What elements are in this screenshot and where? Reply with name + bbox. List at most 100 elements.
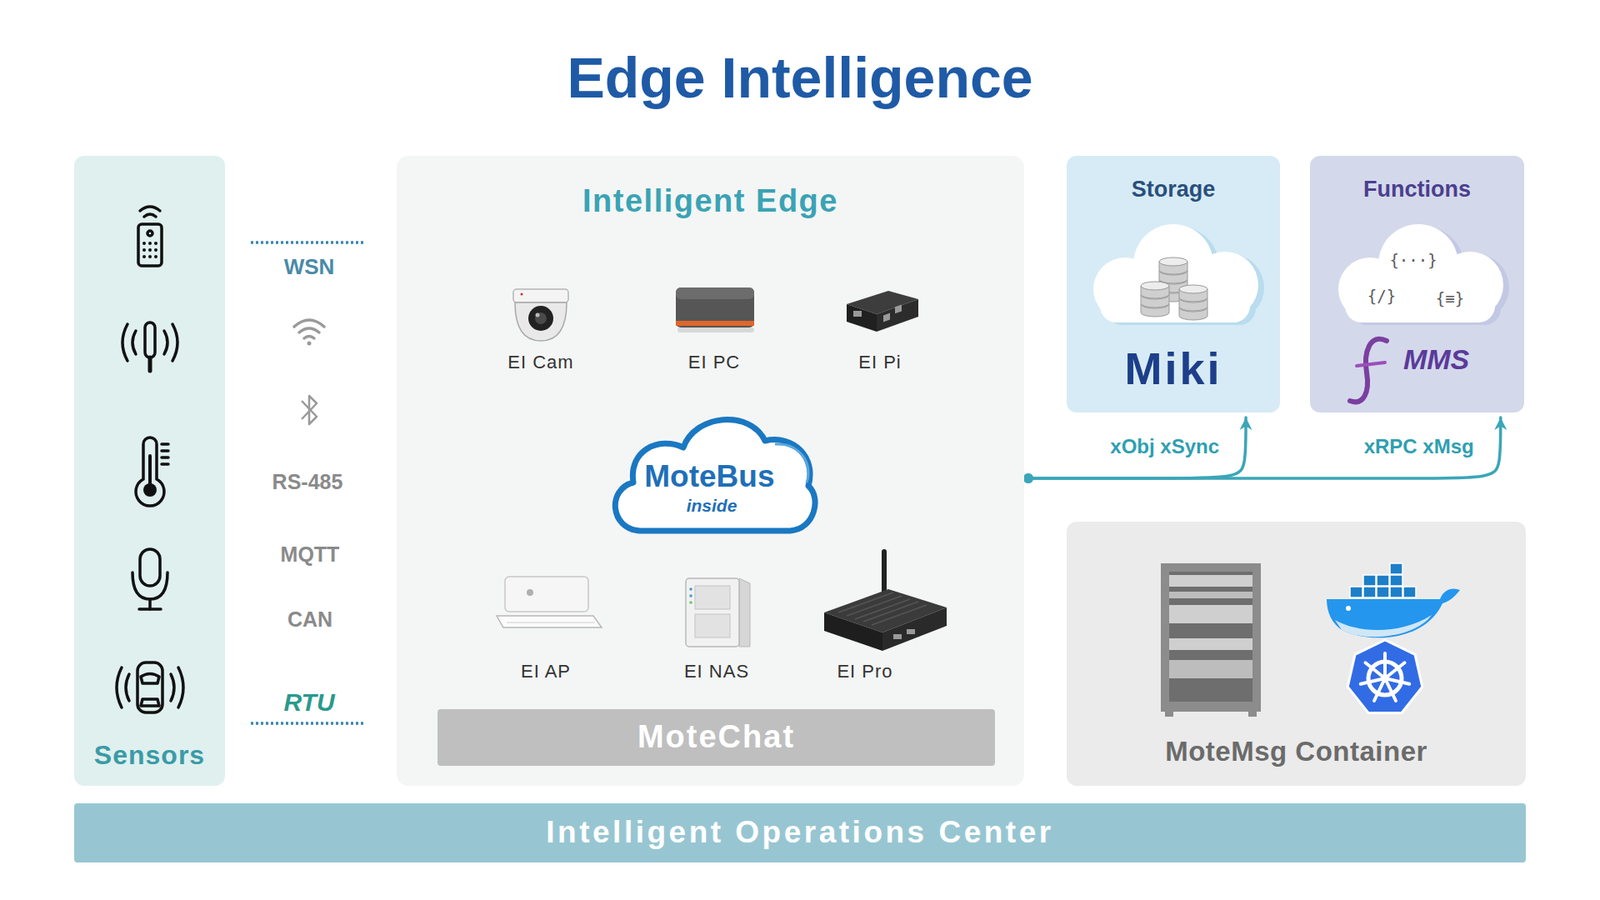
docker-logo (1335, 615, 1432, 637)
edge-label: xRPC xMsg (1364, 435, 1475, 459)
text-slot: Miki (1124, 342, 1222, 395)
database-stack (1159, 257, 1188, 275)
cloud-subtitle: inside (686, 495, 738, 516)
docker-logo (1390, 563, 1403, 575)
remote-icon (142, 248, 146, 252)
dome-camera (520, 293, 524, 296)
car-icon (116, 667, 122, 708)
pi-box (895, 304, 902, 314)
server-rack (1169, 638, 1253, 650)
mini-pc (677, 327, 755, 333)
wifi-icon (294, 320, 325, 327)
sensor-icons (74, 155, 225, 786)
connector-dot (1023, 473, 1034, 484)
server-rack (1248, 711, 1257, 717)
text-slot: EI NAS (684, 660, 750, 682)
thermometer-icon (161, 449, 169, 453)
pi-box (846, 290, 919, 332)
device-label: EI Cam (507, 351, 574, 373)
chat-bar: MoteChat (437, 709, 995, 766)
kubernetes-logo (1347, 640, 1423, 713)
text-slot: EI Pi (858, 351, 901, 373)
docker-logo (1363, 586, 1376, 598)
remote-icon (154, 241, 158, 245)
logo-text: MMS (1403, 343, 1470, 376)
wifi-icon (304, 336, 315, 340)
thermometer-icon (135, 437, 169, 506)
car-icon (140, 699, 160, 706)
flow-arrow (1024, 417, 1501, 479)
text-slot: MoteBus (644, 459, 775, 495)
pi-box (883, 313, 890, 323)
microphone-icon (140, 549, 160, 586)
dotted-rule (250, 240, 364, 245)
text-slot: EI PC (688, 351, 740, 373)
dome-camera (535, 313, 540, 318)
nas-box (689, 594, 693, 598)
kubernetes-logo (1380, 674, 1390, 683)
database-stack (1140, 281, 1170, 299)
text-slot: CAN (287, 607, 333, 632)
server-rack (1160, 563, 1261, 712)
storage-panel: StorageMiki (1066, 155, 1280, 413)
logo-swirl (1350, 339, 1387, 403)
text-slot: MMS (1403, 343, 1470, 376)
dome-camera (515, 302, 567, 341)
bluetooth-icon (301, 395, 317, 425)
device-label: EI Pi (858, 351, 901, 373)
bus-cloud: MoteBusinside (603, 402, 820, 538)
microphone-icon (132, 572, 168, 600)
connector-dot-group (1023, 473, 1034, 484)
access-point (496, 615, 602, 628)
microphone-icon (148, 599, 152, 610)
server-rack (1169, 660, 1253, 679)
nas-box (689, 600, 693, 605)
code-glyph: {···} (1389, 251, 1437, 270)
sensor-panel: Sensors (74, 155, 225, 786)
server-rack (1160, 563, 1261, 717)
mini-pc (675, 287, 755, 328)
thermometer-icon (148, 455, 152, 486)
text-slot: RS-485 (272, 470, 344, 495)
car-icon (116, 662, 184, 713)
logo-swirl (1356, 362, 1385, 366)
car-icon (137, 662, 163, 713)
edge-box-pro (824, 549, 947, 651)
text-slot: {≡} (1435, 290, 1465, 309)
panel-title: MoteMsg Container (1165, 735, 1428, 768)
edge-box-pro (838, 592, 927, 625)
kubernetes-logo (1360, 653, 1410, 701)
docker-logo (1403, 586, 1416, 598)
remote-icon (138, 206, 162, 266)
mini-pc (675, 320, 755, 326)
thermometer-icon (135, 437, 165, 506)
access-point (505, 576, 589, 612)
code-glyph: {≡} (1435, 290, 1465, 309)
microphone-icon (139, 607, 161, 611)
dome-camera (528, 305, 554, 331)
thermometer-icon (161, 442, 169, 446)
cloud-title: MoteBus (644, 459, 775, 495)
mini-pc (675, 287, 755, 300)
text-slot: xObj xSync (1110, 435, 1220, 459)
bar-label: Intelligent Operations Center (545, 815, 1054, 851)
nas-box (689, 587, 693, 591)
text-slot: EI Pro (836, 660, 893, 682)
car-icon (170, 674, 175, 701)
dotted-rule (250, 242, 364, 724)
wifi-icon (294, 320, 325, 346)
protocol-label: RTU (283, 688, 335, 718)
diagram-title: Edge Intelligence (566, 45, 1033, 110)
docker-logo (1326, 588, 1460, 638)
docker-logo (1376, 586, 1390, 598)
docker-logo (1326, 563, 1460, 638)
pi-box (876, 299, 919, 332)
docker-logo (1350, 563, 1416, 598)
microphone-icon (132, 549, 168, 610)
antenna-icon (122, 322, 178, 371)
wifi-icon (307, 341, 312, 346)
server-rack (1169, 591, 1253, 599)
antenna-icon (122, 324, 128, 361)
text-slot: Edge Intelligence (566, 45, 1033, 110)
text-slot: Sensors (94, 740, 205, 771)
